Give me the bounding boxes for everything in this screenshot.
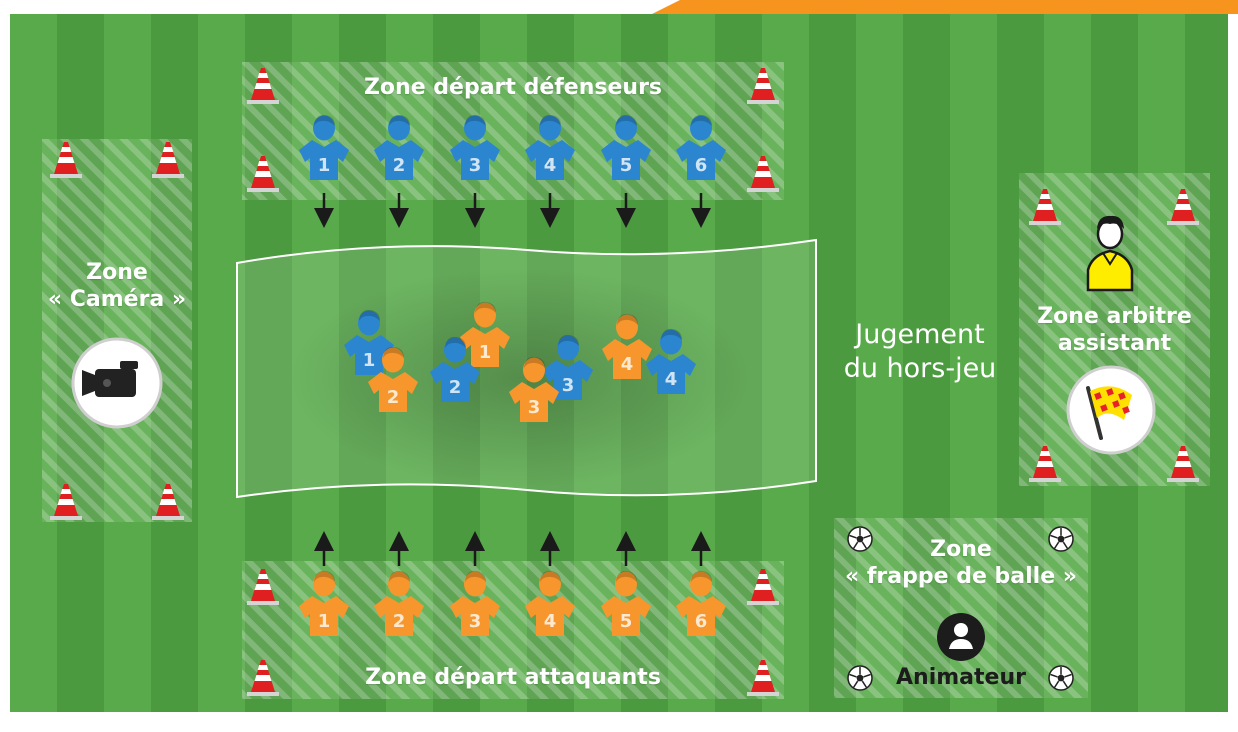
zone-assistant-referee-label-line2: assistant — [1019, 330, 1210, 357]
player-number: 1 — [318, 155, 331, 176]
player-number: 2 — [393, 155, 406, 176]
player-number: 3 — [562, 375, 575, 396]
player-number: 4 — [544, 155, 557, 176]
zone-ball-strike-label-line2: « frappe de balle » — [834, 563, 1088, 590]
orange-corner-accent — [652, 0, 1238, 14]
offside-judgment-label: Jugement du hors-jeu — [822, 318, 1018, 386]
player-number: 1 — [479, 342, 492, 363]
player-number: 3 — [469, 155, 482, 176]
offside-judgment-line1: Jugement — [822, 318, 1018, 352]
player-number: 6 — [695, 155, 708, 176]
player-number: 6 — [695, 611, 708, 632]
player-number: 1 — [363, 350, 376, 371]
player-number: 5 — [620, 155, 633, 176]
zone-defenders-start-label: Zone départ défenseurs — [300, 74, 726, 101]
player-number: 4 — [544, 611, 557, 632]
player-number: 3 — [528, 397, 541, 418]
player-number: 5 — [620, 611, 633, 632]
zone-attackers-start-label: Zone départ attaquants — [300, 664, 726, 691]
ball-icon — [848, 666, 872, 690]
zone-camera-label-line1: Zone — [42, 259, 192, 286]
offside-judgment-line2: du hors-jeu — [822, 352, 1018, 386]
zone-assistant-referee-label: Zone arbitre assistant — [1019, 303, 1210, 357]
zone-ball-strike-label-line1: Zone — [834, 536, 1088, 563]
player-number: 2 — [449, 377, 462, 398]
video-camera-icon — [73, 339, 161, 427]
ball-icon — [1049, 666, 1073, 690]
zone-camera-label-line2: « Caméra » — [42, 286, 192, 313]
animator-label: Animateur — [880, 664, 1042, 691]
person-icon — [937, 613, 985, 661]
zone-assistant-referee-label-line1: Zone arbitre — [1019, 303, 1210, 330]
player-number: 1 — [318, 611, 331, 632]
referee-flag-icon — [1068, 367, 1154, 453]
zone-camera — [42, 139, 192, 522]
player-number: 4 — [665, 369, 678, 390]
player-number: 2 — [387, 387, 400, 408]
zone-ball-strike-label: Zone « frappe de balle » — [834, 536, 1088, 590]
player-number: 4 — [621, 354, 634, 375]
player-number: 2 — [393, 611, 406, 632]
zone-camera-label: Zone « Caméra » — [42, 259, 192, 313]
player-number: 3 — [469, 611, 482, 632]
